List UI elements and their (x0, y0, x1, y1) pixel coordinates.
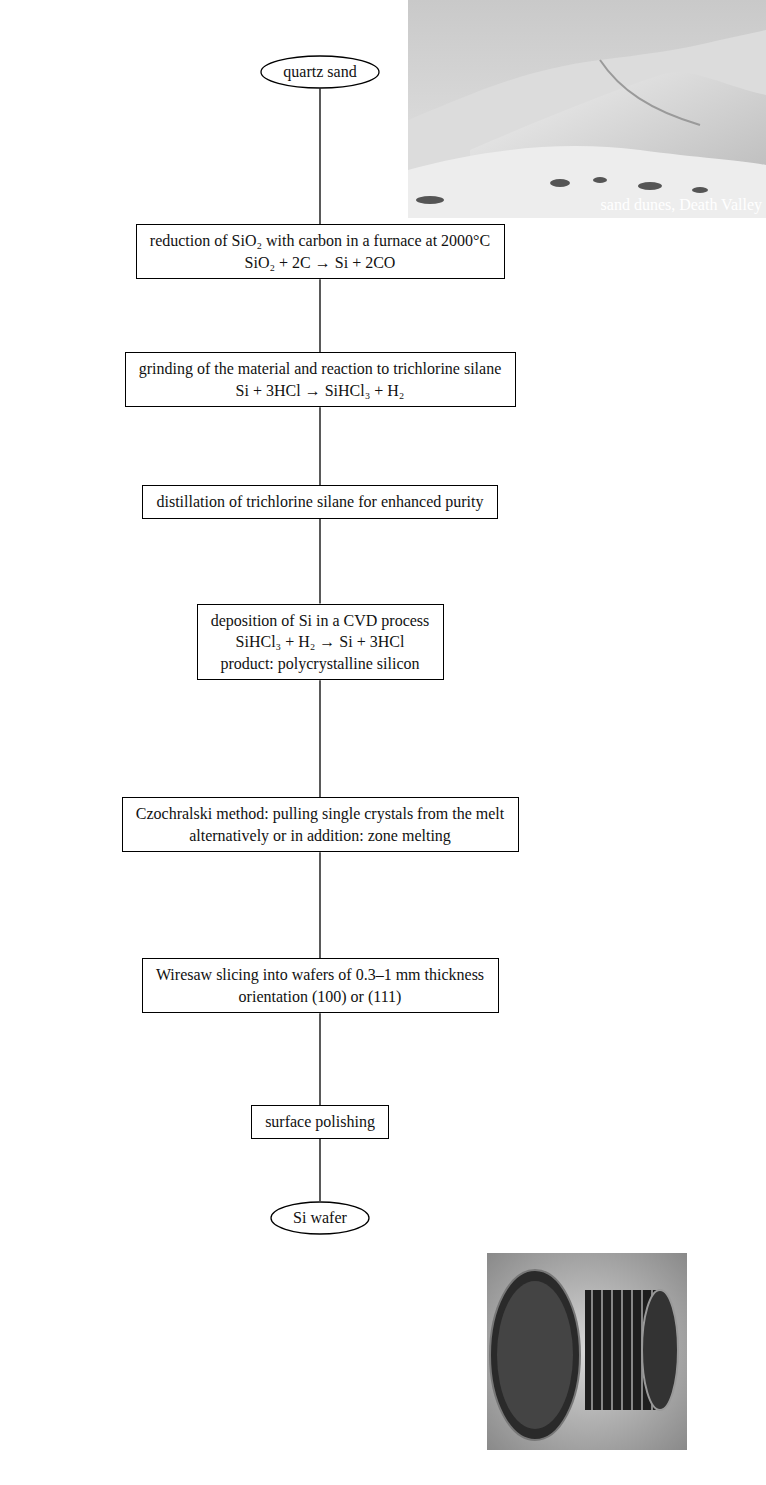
node-text: distillation of trichlorine silane for e… (155, 491, 485, 513)
flow-line (319, 279, 320, 352)
flow-line (319, 680, 320, 797)
node-text: Wiresaw slicing into wafers of 0.3–1 mm … (155, 964, 486, 986)
node-text: grinding of the material and reaction to… (138, 358, 503, 380)
flow-line (319, 519, 320, 604)
process-box: Czochralski method: pulling single cryst… (122, 797, 519, 852)
node-text: Si + 3HCl → SiHCl₃ + H₂ (138, 380, 503, 402)
node-text: alternatively or in addition: zone melti… (135, 825, 506, 847)
node-text: product: polycrystalline silicon (210, 653, 431, 675)
flow-line (319, 852, 320, 958)
flow-line (319, 1139, 320, 1201)
node-text: surface polishing (264, 1111, 376, 1133)
terminal-ellipse: Si wafer (270, 1201, 370, 1235)
flow-line (319, 89, 320, 224)
terminal-ellipse: quartz sand (260, 55, 380, 89)
process-box: Wiresaw slicing into wafers of 0.3–1 mm … (142, 958, 499, 1013)
flow-line (319, 1013, 320, 1105)
node-text: deposition of Si in a CVD process (210, 610, 431, 632)
process-box: surface polishing (251, 1105, 389, 1139)
dune-photo (408, 0, 766, 218)
node-text: Si wafer (292, 1207, 348, 1229)
process-box: grinding of the material and reaction to… (125, 352, 516, 407)
node-text: Czochralski method: pulling single cryst… (135, 803, 506, 825)
node-text: SiHCl₃ + H₂ → Si + 3HCl (210, 631, 431, 653)
wafer-photo (487, 1253, 687, 1450)
node-text: reduction of SiO₂ with carbon in a furna… (149, 230, 492, 252)
process-box: reduction of SiO₂ with carbon in a furna… (136, 224, 505, 279)
process-box: deposition of Si in a CVD processSiHCl₃ … (197, 604, 444, 681)
node-text: SiO₂ + 2C → Si + 2CO (149, 252, 492, 274)
node-text: quartz sand (282, 61, 358, 83)
node-text: orientation (100) or (111) (155, 986, 486, 1008)
photo-caption: sand dunes, Death Valley (601, 196, 762, 214)
flow-line (319, 407, 320, 485)
process-box: distillation of trichlorine silane for e… (142, 485, 498, 519)
